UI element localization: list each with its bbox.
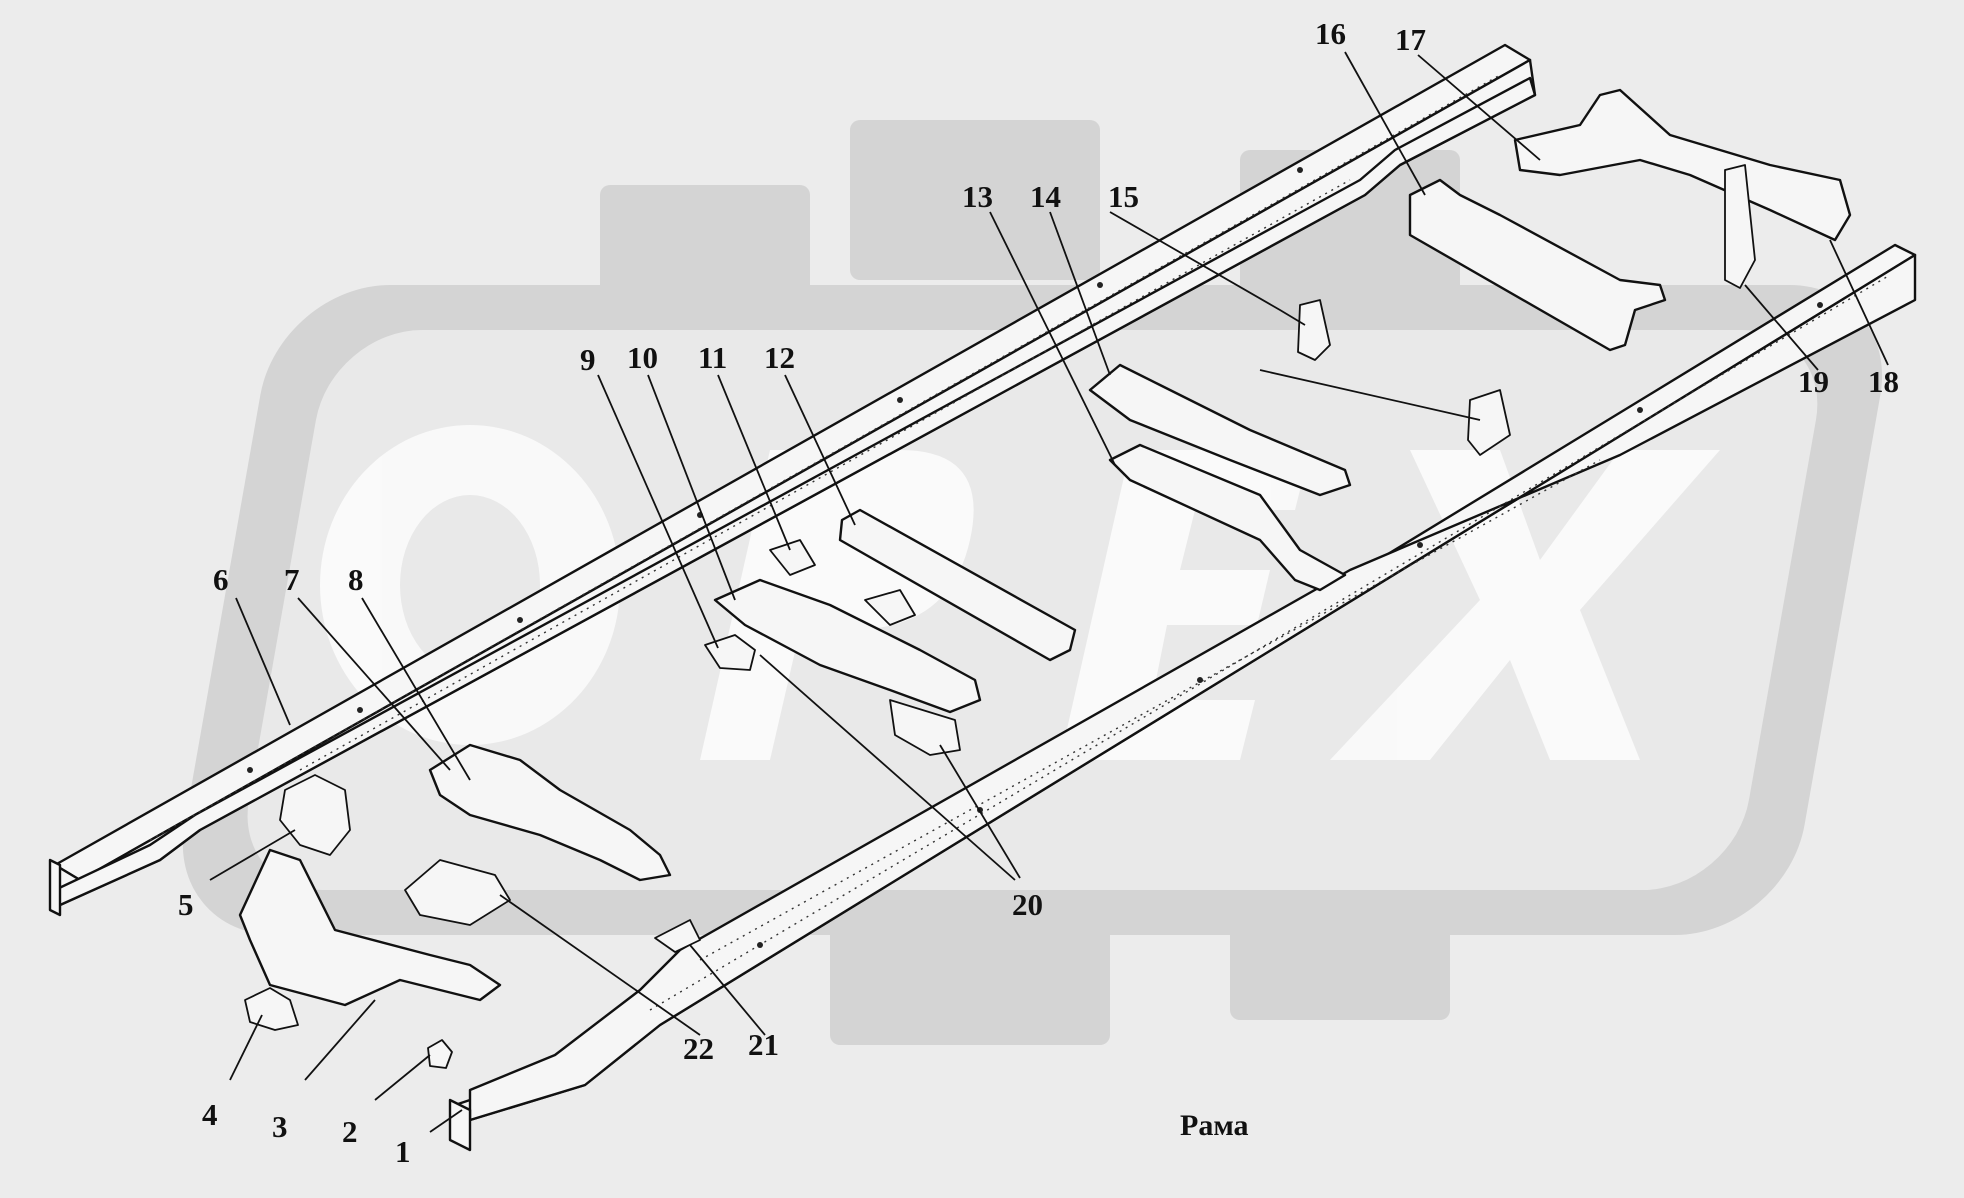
callout-10: 10: [627, 340, 658, 375]
leader-19: [1744, 284, 1819, 371]
leader-13: [989, 211, 1116, 466]
part-3-front-crossmember: [238, 848, 502, 1007]
leader-7: [297, 597, 451, 771]
callout-16: 16: [1315, 16, 1346, 51]
watermark-letters: [320, 425, 1720, 760]
part-19-strut: [1724, 164, 1756, 289]
callout-1: 1: [395, 1134, 411, 1169]
leader-9: [597, 374, 719, 649]
leader-18: [1829, 239, 1889, 366]
callout-22: 22: [683, 1031, 714, 1066]
leader-4: [229, 1014, 263, 1081]
part-17-rear-crossmember: [1513, 88, 1852, 242]
right-rail-front: [448, 1098, 472, 1152]
part-15-bracket-lower: [1467, 389, 1511, 456]
part-5-bracket: [279, 774, 351, 856]
callout-13: 13: [962, 179, 993, 214]
right-side-rail: [448, 243, 1917, 1152]
callouts: 1 2 3 4 5 6 7 8 9 10 11 12 13 14 15 16 1…: [178, 16, 1899, 1169]
callout-8: 8: [348, 562, 364, 597]
part-4-bracket: [244, 987, 299, 1031]
part-12-crossmember: [838, 508, 1077, 662]
part-9-bracket: [704, 634, 756, 671]
watermark-letter-e: [1060, 450, 1310, 760]
rail-holes: [247, 167, 1823, 948]
leader-8: [361, 597, 471, 781]
callout-19: 19: [1798, 364, 1829, 399]
callout-7: 7: [284, 562, 300, 597]
callout-11: 11: [698, 340, 727, 375]
leader-21: [689, 944, 766, 1036]
leader-16: [1344, 51, 1426, 196]
callout-12: 12: [764, 340, 795, 375]
leader-5: [209, 829, 296, 881]
part-14-crossmember: [1088, 363, 1352, 497]
leader-3: [304, 999, 376, 1081]
part-10-crossmember: [713, 578, 982, 714]
callout-21: 21: [748, 1027, 779, 1062]
part-22-bracket: [404, 859, 511, 926]
left-side-rail: [48, 43, 1537, 917]
right-rail-web: [468, 253, 1917, 1122]
leader-10: [647, 374, 736, 601]
watermark-letter-p: [700, 450, 974, 760]
callout-20: 20: [1012, 887, 1043, 922]
callout-17: 17: [1395, 22, 1426, 57]
leader-1: [429, 1109, 463, 1133]
leader-15: [1109, 211, 1306, 326]
leader-6: [235, 597, 291, 726]
callout-2: 2: [342, 1114, 358, 1149]
part-11-bracket: [769, 539, 816, 576]
callout-9: 9: [580, 342, 596, 377]
callout-4: 4: [202, 1097, 218, 1132]
callout-5: 5: [178, 887, 194, 922]
callout-6: 6: [213, 562, 229, 597]
leader-11: [717, 374, 791, 551]
callout-3: 3: [272, 1109, 288, 1144]
part-16-crossmember: [1408, 178, 1667, 352]
watermark-letter-x: [1330, 450, 1720, 760]
callout-15: 15: [1108, 179, 1139, 214]
leader-17: [1417, 54, 1541, 161]
leader-12: [784, 374, 856, 526]
leader-14: [1049, 211, 1111, 376]
left-rail-hatch: [299, 179, 1351, 771]
leader-20a: [759, 654, 1016, 881]
leader-lines: [209, 51, 1889, 1133]
leader-20b: [939, 744, 1021, 879]
diagram-caption: Рама: [1180, 1109, 1249, 1142]
callout-14: 14: [1030, 179, 1061, 214]
part-7-crossmember: [428, 743, 672, 882]
part-11-bracket-lower: [864, 589, 916, 626]
left-rail-end: [48, 858, 62, 917]
leader-15b: [1259, 369, 1481, 421]
part-13-crossmember-lower: [1108, 443, 1347, 592]
part-15-bracket-upper: [1297, 299, 1331, 361]
leader-22: [499, 894, 701, 1036]
watermark-gear-tooth: [830, 900, 1110, 1045]
part-21-bracket: [654, 919, 701, 953]
watermark-gear-tooth: [850, 120, 1100, 280]
leader-2: [374, 1054, 431, 1101]
part-2-bracket: [427, 1039, 453, 1069]
callout-18: 18: [1868, 364, 1899, 399]
